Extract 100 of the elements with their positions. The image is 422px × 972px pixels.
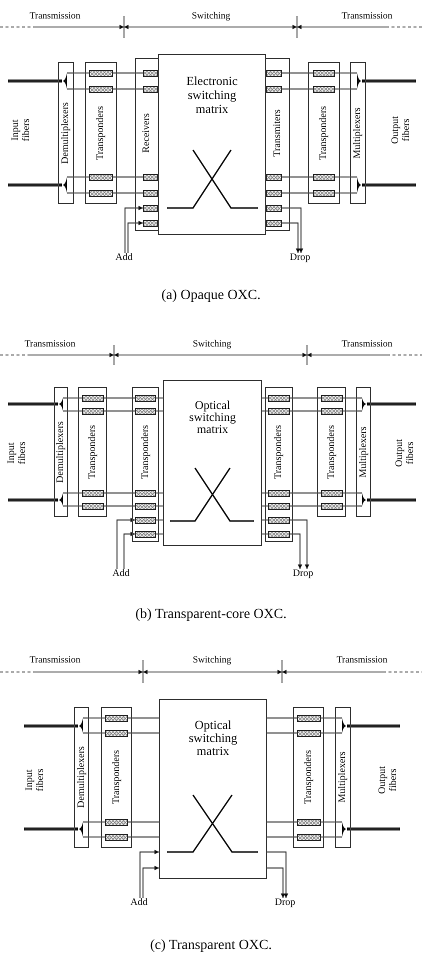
band-label: Transponders (96, 106, 106, 160)
arrow (124, 206, 144, 254)
section-label: Transmission (30, 12, 80, 22)
hatched-module (143, 220, 158, 226)
connector-line (320, 836, 336, 838)
hatched-module (266, 70, 282, 76)
hatched-module (143, 70, 158, 76)
drop-label: Drop (274, 898, 296, 908)
hatched-module (89, 70, 113, 76)
hatched-module (268, 502, 290, 510)
connector-line (68, 410, 82, 412)
connector-line (88, 836, 106, 838)
arrow (140, 850, 160, 898)
hatched-module (297, 714, 321, 722)
fiber-line (354, 396, 416, 412)
multiplexer-band (335, 707, 351, 848)
connector-line (282, 176, 314, 178)
hatched-module (143, 174, 158, 180)
section-label: Switching (192, 12, 230, 22)
fiber-line (8, 396, 70, 412)
hatched-module (313, 174, 335, 180)
matrix-label: Optical switching matrix (188, 719, 238, 758)
connector-line (334, 88, 350, 90)
switching-matrix (158, 54, 266, 235)
fiber-label: Output fibers (377, 766, 399, 794)
band-label: Transponders (304, 750, 314, 804)
drop-label: Drop (292, 569, 314, 579)
hatched-module (321, 408, 343, 414)
arrow (282, 222, 300, 254)
connector-line (282, 192, 314, 194)
connector-line (74, 88, 90, 90)
transponder-band (265, 387, 293, 542)
hatched-module (297, 834, 321, 840)
connector-line (282, 72, 314, 74)
band-label: Demultiplexers (56, 421, 66, 483)
fiber-line (348, 176, 416, 194)
connector-line (104, 492, 136, 494)
band-label: Demultiplexers (76, 746, 86, 808)
hatched-module (313, 86, 335, 92)
fiber-line (334, 820, 400, 838)
fiber-label: Input fibers (24, 768, 46, 792)
hatched-module (82, 394, 104, 402)
hatched-module (82, 502, 104, 510)
add-label: Add (115, 253, 133, 263)
hatched-module (266, 86, 282, 92)
transponder-band (317, 387, 346, 517)
switching-matrix (163, 380, 262, 546)
transponder-band (85, 62, 117, 204)
hatched-module (135, 516, 156, 524)
section-label: Transmission (24, 340, 76, 350)
arrow (128, 220, 144, 254)
hatched-module (135, 490, 156, 496)
hatched-module (105, 714, 128, 722)
band-label: Transponders (319, 106, 329, 160)
transponder-band (101, 707, 132, 848)
band-label: Multiplexers (353, 107, 363, 159)
hatched-module (266, 220, 282, 226)
figure-caption: (a) Opaque OXC. (161, 289, 261, 303)
section-label: Transmission (342, 340, 392, 350)
multiplexer-band (356, 387, 371, 517)
band-label: Demultiplexers (61, 102, 71, 164)
transponder-band (308, 62, 340, 204)
hatched-module (135, 394, 156, 402)
connector-line (104, 410, 136, 412)
multiplexer-band (350, 62, 366, 204)
transponder-band (78, 387, 107, 517)
connector-line (342, 410, 356, 412)
fiber-line (8, 176, 76, 194)
hatched-module (143, 86, 158, 92)
hatched-module (143, 190, 158, 196)
hatched-module (313, 190, 335, 196)
hatched-module (321, 394, 343, 402)
connector-line (112, 88, 144, 90)
hatched-module (143, 204, 158, 212)
connector-line (112, 72, 144, 74)
connector-line (290, 410, 322, 412)
transponder-band (293, 707, 324, 848)
hatched-module (135, 408, 156, 414)
add-label: Add (112, 569, 130, 579)
figure-caption: (b) Transparent-core OXC. (135, 608, 287, 622)
section-label: Transmission (342, 12, 392, 22)
hatched-module (268, 408, 290, 414)
connector-line (88, 732, 106, 734)
figure-caption: (c) Transparent OXC. (150, 939, 272, 953)
arrow (116, 518, 136, 570)
hatched-module (82, 408, 104, 414)
matrix-label: Optical switching matrix (189, 399, 236, 435)
fiber-line (8, 492, 70, 508)
band-label: Transponders (140, 424, 150, 480)
matrix-label: Electronic switching matrix (186, 74, 238, 116)
hatched-module (297, 730, 321, 736)
section-label: Transmission (336, 656, 388, 666)
connector-line (282, 88, 314, 90)
arrow (142, 866, 160, 898)
arrow (290, 520, 310, 570)
hatched-module (266, 174, 282, 180)
demultiplexer-band (74, 707, 89, 848)
section-label: Switching (192, 656, 232, 666)
section-label: Switching (192, 340, 232, 350)
hatched-module (268, 516, 290, 524)
